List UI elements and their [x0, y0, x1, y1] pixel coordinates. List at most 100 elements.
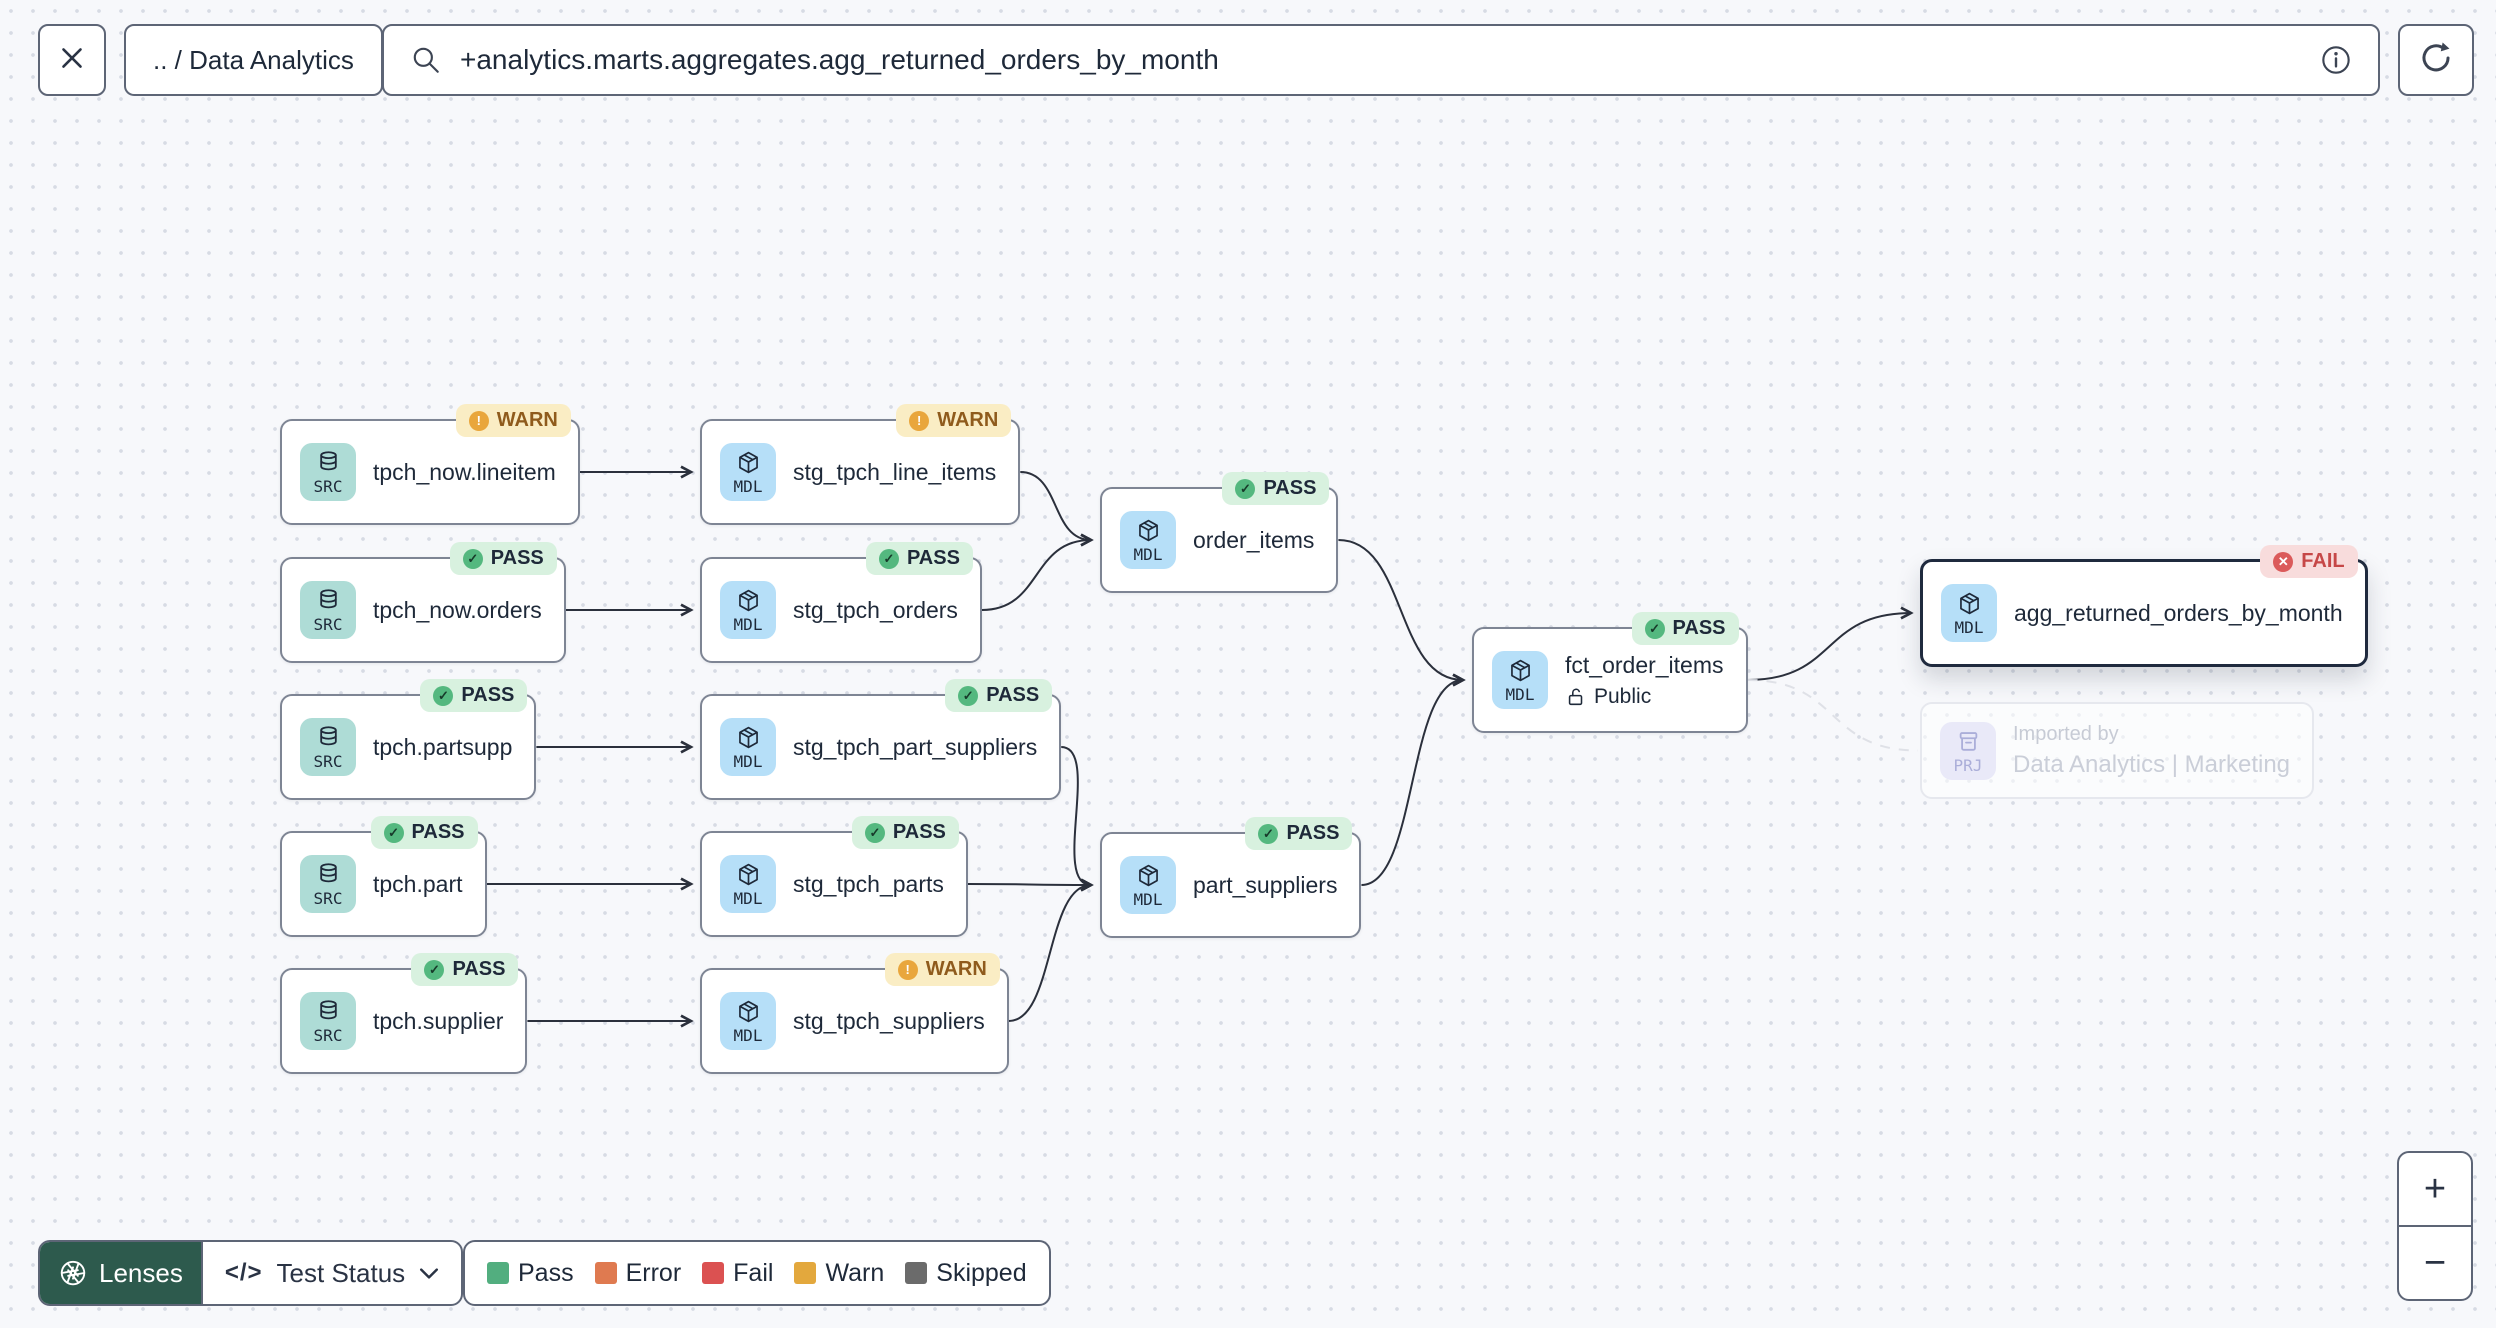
status-fail-icon: ✕ [2273, 551, 2294, 572]
type-label: SRC [313, 752, 343, 771]
node-label: tpch.part [373, 870, 463, 897]
status-label: PASS [411, 821, 465, 843]
refresh-button[interactable] [2398, 24, 2474, 96]
test-status-badge-pass: ✓PASS [945, 679, 1053, 712]
status-label: WARN [496, 409, 558, 431]
type-label: PRJ [1953, 755, 1983, 775]
src-type-chip: SRC [300, 581, 356, 639]
status-label: PASS [1286, 822, 1340, 844]
cube-icon [735, 861, 762, 888]
node-access: Public [1565, 685, 1724, 709]
status-label: FAIL [2301, 550, 2345, 572]
search-input[interactable] [460, 44, 2302, 76]
node-label: tpch_now.lineitem [373, 458, 556, 485]
aperture-icon [58, 1258, 88, 1288]
test-status-badge-pass: ✓PASS [449, 542, 557, 575]
zoom-out-button[interactable]: − [2399, 1225, 2471, 1299]
node-text: stg_tpch_parts [793, 871, 944, 898]
status-label: PASS [490, 547, 544, 569]
node-stg_tpch_line_items[interactable]: MDL stg_tpch_line_items! WARN [700, 404, 1021, 525]
breadcrumb-label: .. / Data Analytics [153, 44, 354, 75]
status-label: PASS [906, 547, 960, 569]
node-label: order_items [1193, 526, 1315, 553]
status-warn-icon: ! [468, 410, 489, 431]
legend-swatch [905, 1262, 928, 1284]
cube-icon [1135, 517, 1162, 544]
close-button[interactable] [38, 24, 106, 96]
mdl-type-chip: MDL [1120, 856, 1176, 914]
type-label: MDL [733, 477, 763, 496]
status-pass-icon: ✓ [1644, 618, 1665, 639]
node-text: tpch.part [373, 871, 463, 898]
legend-item-warn: Warn [794, 1259, 884, 1288]
test-status-badge-pass: ✓PASS [411, 953, 519, 986]
node-label: part_suppliers [1193, 871, 1338, 898]
type-label: MDL [733, 889, 763, 908]
test-status-badge-warn: ! WARN [896, 404, 1012, 437]
node-label: tpch_now.orders [373, 596, 542, 623]
type-label: SRC [313, 889, 343, 908]
status-warn-icon: ! [909, 410, 930, 431]
status-label: PASS [1263, 477, 1317, 499]
test-status-badge-pass: ✓PASS [420, 679, 528, 712]
search-bar [382, 24, 2380, 96]
node-agg_returned_orders_by_month[interactable]: MDL agg_returned_orders_by_month ✕ FAIL [1920, 545, 2368, 667]
node-part_suppliers[interactable]: MDL part_suppliers ✓ PASS [1100, 817, 1362, 938]
status-pass-icon: ✓ [878, 548, 899, 569]
cube-icon [735, 449, 762, 476]
legend-swatch [702, 1262, 725, 1284]
legend-item-fail: Fail [702, 1259, 773, 1288]
status-pass-icon: ✓ [864, 822, 885, 843]
status-pass-icon: ✓ [383, 822, 404, 843]
test-status-badge-pass: ✓PASS [1631, 612, 1739, 645]
database-icon [315, 861, 342, 888]
node-label: agg_returned_orders_by_month [2014, 599, 2343, 626]
cube-icon [1135, 862, 1162, 889]
node-tpch_now_lineitem[interactable]: SRC tpch_now.lineitem! WARN [280, 404, 580, 525]
lenses-button[interactable]: Lenses [40, 1242, 201, 1304]
legend-swatch [794, 1262, 817, 1284]
breadcrumb[interactable]: .. / Data Analytics [124, 24, 383, 96]
node-label: stg_tpch_parts [793, 870, 944, 897]
node-tpch_now_orders[interactable]: SRC tpch_now.orders ✓PASS [280, 542, 566, 663]
mdl-type-chip: MDL [720, 992, 776, 1050]
mdl-type-chip: MDL [720, 855, 776, 913]
src-type-chip: SRC [300, 855, 356, 913]
node-fct_order_items[interactable]: MDL fct_order_items Public ✓PASS [1472, 612, 1748, 733]
legend-item-skipped: Skipped [905, 1259, 1027, 1288]
node-tpch_part[interactable]: SRC tpch.part ✓ PASS [280, 816, 487, 937]
status-pass-icon: ✓ [1258, 823, 1279, 844]
node-text: tpch_now.orders [373, 597, 542, 624]
node-label: fct_order_items [1565, 651, 1724, 678]
refresh-icon [2417, 39, 2455, 82]
node-text: agg_returned_orders_by_month [2014, 600, 2343, 627]
status-label: PASS [986, 684, 1040, 706]
legend-swatch [594, 1262, 617, 1284]
type-label: MDL [1954, 618, 1984, 637]
zoom-in-button[interactable]: + [2399, 1153, 2471, 1225]
node-label: Data Analytics | Marketing [2013, 750, 2291, 778]
mdl-type-chip: MDL [1492, 651, 1548, 709]
lens-selector-dropdown[interactable]: </> Test Status [200, 1242, 461, 1304]
legend-label: Fail [733, 1258, 774, 1287]
status-label: WARN [937, 409, 999, 431]
legend-item-error: Error [594, 1259, 681, 1288]
test-status-badge-pass: ✓ PASS [1245, 817, 1353, 850]
node-label: stg_tpch_line_items [793, 458, 997, 485]
status-label: WARN [925, 958, 987, 980]
database-icon [315, 998, 342, 1025]
info-icon[interactable] [2320, 44, 2352, 76]
src-type-chip: SRC [300, 443, 356, 501]
type-label: SRC [313, 615, 343, 634]
